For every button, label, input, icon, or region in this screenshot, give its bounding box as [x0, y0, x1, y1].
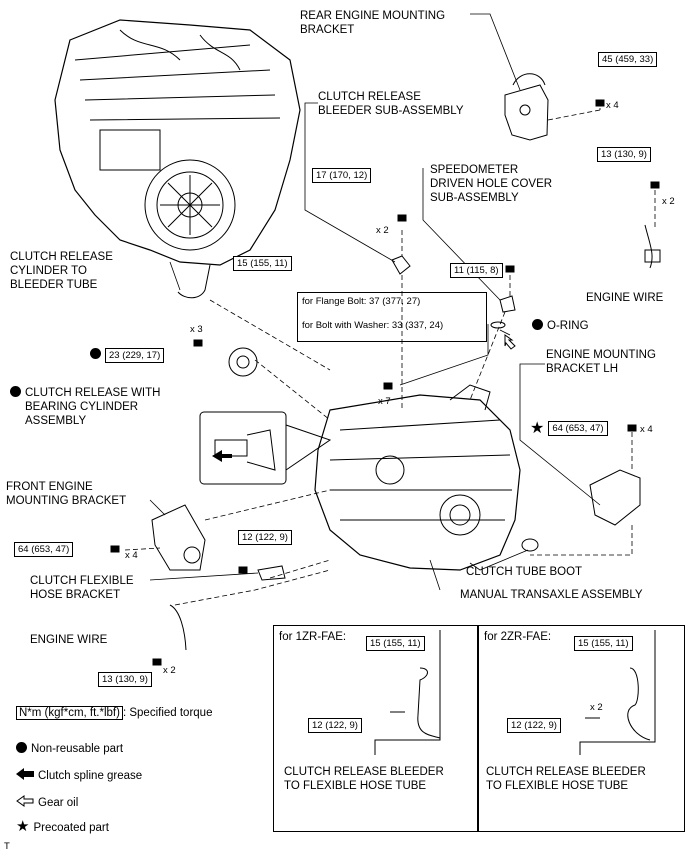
o-ring-label: O-RING	[532, 319, 589, 333]
legend-non-reusable: Non-reusable part	[16, 742, 123, 756]
grease-arrow-icon	[16, 768, 34, 780]
count-mount-lh: x 4	[640, 424, 653, 435]
non-reusable-dot-icon	[16, 742, 27, 753]
non-reusable-dot-icon	[10, 386, 21, 397]
torque-washer-bolt: for Bolt with Washer: 33 (337, 24)	[302, 320, 444, 331]
legend-gear-oil: Gear oil	[16, 795, 78, 810]
non-reusable-dot-icon	[90, 348, 101, 359]
inset-1zr	[273, 625, 479, 832]
torque-rear-bolt: 45 (459, 33)	[598, 52, 658, 67]
engine-wire-right-label: ENGINE WIRE	[586, 292, 664, 304]
inset-2zr	[477, 625, 685, 832]
tube-boot-label: CLUTCH TUBE BOOT	[466, 566, 583, 578]
torque-front-bracket: 64 (653, 47)	[14, 542, 74, 557]
footer-code: T	[4, 841, 10, 852]
transaxle-label: MANUAL TRANSAXLE ASSEMBLY	[460, 589, 643, 601]
inset-2zr-count: x 2	[590, 702, 603, 713]
torque-flange-bolt: for Flange Bolt: 37 (377, 27)	[302, 296, 421, 307]
count-bolts-main: x 7	[378, 396, 391, 407]
engine-wire-left-label: ENGINE WIRE	[30, 634, 108, 646]
non-reusable-dot-icon	[532, 319, 543, 330]
count-release-cyl: x 3	[190, 324, 203, 335]
rear-mount-illustration	[504, 73, 549, 141]
gear-oil-arrow-icon	[504, 334, 516, 350]
inset-2zr-torque-top: 15 (155, 11)	[574, 636, 633, 651]
legend-spline-grease: Clutch spline grease	[16, 768, 142, 783]
torque-hose-bracket: 12 (122, 9)	[238, 530, 292, 545]
release-cyl-torque-row: 23 (229, 17)	[90, 348, 165, 363]
grease-arrow-icon	[212, 450, 232, 462]
count-wire-left: x 2	[163, 665, 176, 676]
torque-release-cyl: 23 (229, 17)	[105, 348, 165, 363]
spline-inset	[199, 411, 332, 485]
release-bearing-label: CLUTCH RELEASE WITH BEARING CYLINDER ASS…	[10, 386, 160, 428]
count-bleeder: x 2	[376, 225, 389, 236]
inset-2zr-title: for 2ZR-FAE:	[484, 631, 552, 643]
inset-2zr-torque-bolt: 12 (122, 9)	[507, 718, 561, 733]
torque-bleeder: 17 (170, 12)	[312, 168, 372, 183]
torque-wire-left: 13 (130, 9)	[98, 672, 152, 687]
inset-1zr-title: for 1ZR-FAE:	[279, 631, 347, 643]
gear-oil-arrow-icon	[16, 795, 34, 807]
torque-wire-right: 13 (130, 9)	[597, 147, 651, 162]
torque-tube-top: 15 (155, 11)	[233, 256, 292, 271]
flange-bolt-box	[297, 292, 487, 342]
precoated-star-icon: ★	[530, 420, 545, 437]
legend-precoated: ★Precoated part	[16, 818, 109, 835]
inset-1zr-torque-top: 15 (155, 11)	[366, 636, 425, 651]
precoated-star-icon: ★	[16, 818, 30, 835]
legend-torque: N*m (kgf*cm, ft.*lbf): Specified torque	[16, 706, 212, 720]
mount-lh-torque-row: ★64 (653, 47)	[530, 420, 608, 437]
torque-mount-lh: 64 (653, 47)	[548, 421, 608, 436]
count-wire-right: x 2	[662, 196, 675, 207]
count-rear-bolt: x 4	[606, 100, 619, 111]
torque-speedo: 11 (115, 8)	[450, 263, 503, 278]
count-front-bracket: x 4	[125, 550, 138, 561]
engine-illustration	[54, 19, 301, 266]
transaxle-illustration	[314, 384, 521, 571]
bolt-icons	[110, 99, 660, 666]
inset-1zr-torque-bolt: 12 (122, 9)	[308, 718, 362, 733]
